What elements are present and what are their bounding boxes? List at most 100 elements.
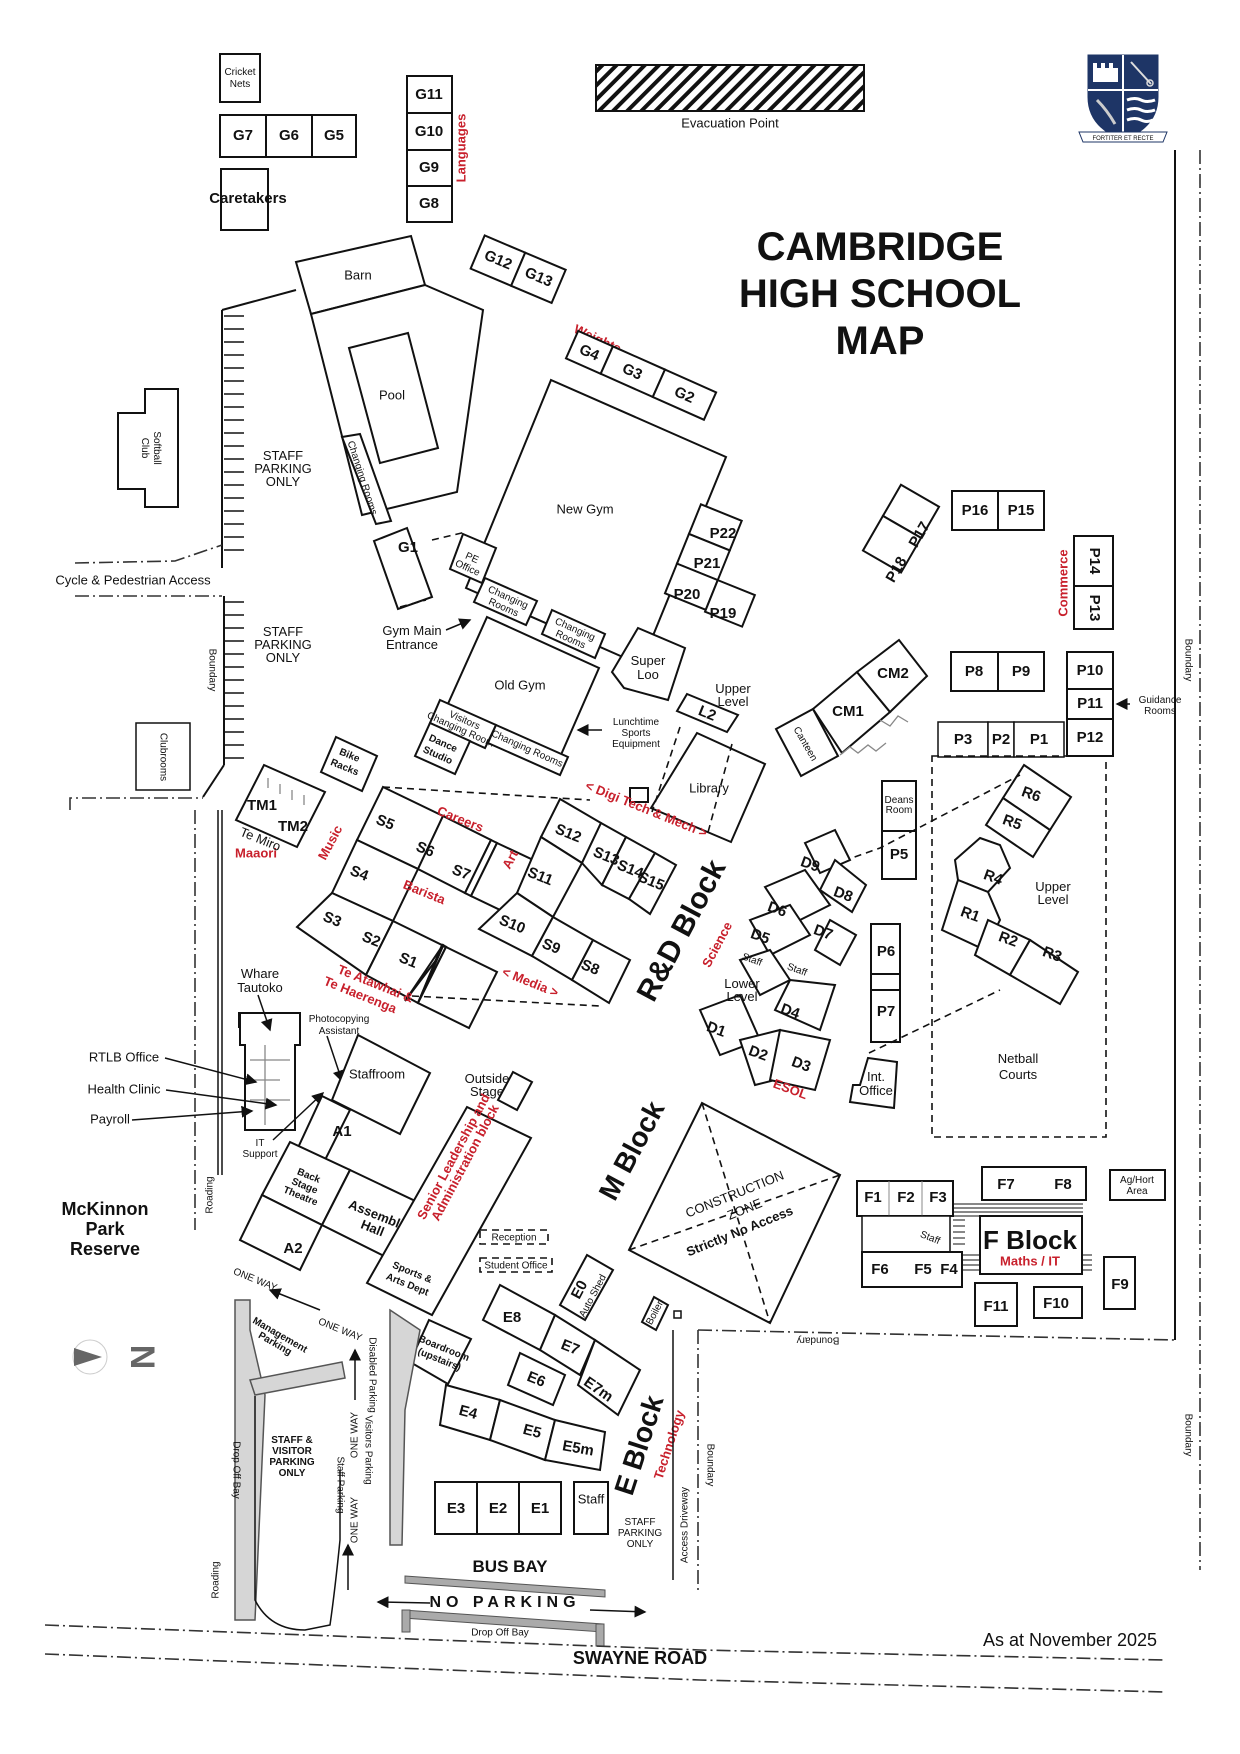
- room-r6: R6: [1019, 783, 1043, 806]
- room-p16: P16: [962, 502, 989, 519]
- evacuation-point-label: Evacuation Point: [681, 115, 779, 130]
- softball-club-label: SoftballClub: [139, 431, 162, 464]
- room-cm1: CM1: [832, 703, 864, 720]
- boundary-label-west: Boundary: [206, 649, 217, 692]
- f-block: F1 F2 F3 Staff F6 F5 F4 F7 F8 F Block Ma…: [856, 1166, 1136, 1327]
- room-p2: P2: [992, 731, 1010, 748]
- bus-bay-label: BUS BAY: [473, 1557, 549, 1576]
- room-r4: R4: [981, 866, 1005, 889]
- room-p3: P3: [954, 731, 972, 748]
- small-structure: [673, 1310, 682, 1319]
- room-p1: P1: [1030, 731, 1048, 748]
- room-r5: R5: [1000, 811, 1024, 834]
- room-f6: F6: [871, 1261, 889, 1278]
- dept-commerce-label: Commerce: [1055, 549, 1070, 616]
- room-s8: S8: [579, 956, 602, 979]
- room-d4: D4: [778, 1000, 802, 1023]
- room-d5: D5: [748, 925, 772, 948]
- one-way-label-2: ONE WAY: [317, 1316, 364, 1344]
- d-staff-label-2: Staff: [785, 961, 808, 978]
- room-f7: F7: [997, 1176, 1015, 1193]
- languages-block: G11 G10 G9 G8 Languages: [406, 75, 468, 223]
- room-d6: D6: [765, 898, 789, 921]
- barn-label: Barn: [344, 267, 371, 282]
- room-f10: F10: [1043, 1295, 1069, 1312]
- tm-block: TM1 TM2: [234, 763, 327, 849]
- room-r3: R3: [1040, 943, 1064, 966]
- caretakers-label: Caretakers: [209, 190, 287, 207]
- gym-changing-rooms-1: [472, 576, 539, 627]
- room-f5: F5: [914, 1261, 932, 1278]
- room-s2: S2: [360, 928, 383, 951]
- room-p20: P20: [674, 586, 701, 603]
- room-f1: F1: [864, 1189, 882, 1206]
- dept-science-label: Science: [699, 919, 735, 969]
- f-block-label: F Block: [983, 1225, 1077, 1255]
- boundary-label-south: Boundary: [704, 1444, 715, 1487]
- g12-g13-block: G12 G13: [469, 234, 568, 305]
- parking-stalls-west: [224, 315, 244, 759]
- room-p7: P7: [877, 1003, 895, 1020]
- s-block-right: S12 S13 S14 S15 S11 S10 S9 S8: [477, 797, 678, 1005]
- old-gym: Old Gym VisitorsChanging Room DanceStudi…: [413, 615, 601, 777]
- boundary-label-east: Boundary: [1182, 639, 1193, 682]
- old-gym-label: Old Gym: [494, 677, 545, 692]
- int-office-label: Int.Office: [859, 1069, 893, 1098]
- room-g7: G7: [233, 127, 253, 144]
- room-g1: G1: [398, 539, 418, 556]
- map-title: CAMBRIDGE HIGH SCHOOL MAP: [739, 225, 1021, 363]
- g5-g7-block: G7 G6 G5: [219, 114, 357, 158]
- one-way-label-4: ONE WAY: [350, 1497, 361, 1543]
- p19-p22-block: P22 P21 P20 P19: [663, 502, 757, 628]
- room-p6: P6: [877, 943, 895, 960]
- room-p19: P19: [710, 605, 737, 622]
- room-p5: P5: [890, 846, 908, 863]
- room-g8: G8: [419, 195, 439, 212]
- room-f11: F11: [983, 1298, 1008, 1315]
- room-f3: F3: [929, 1189, 947, 1206]
- room-tm2: TM2: [278, 818, 308, 835]
- room-f8: F8: [1054, 1176, 1072, 1193]
- room-r1: R1: [958, 903, 982, 926]
- room-p9: P9: [1012, 663, 1030, 680]
- swayne-road-label: SWAYNE ROAD: [573, 1648, 707, 1668]
- room-e8: E8: [503, 1309, 521, 1326]
- bike-racks: [319, 735, 379, 793]
- title-line-3: MAP: [836, 319, 925, 363]
- room-s3: S3: [321, 908, 344, 931]
- dept-music-label: Music: [315, 823, 346, 863]
- room-p8: P8: [965, 663, 983, 680]
- room-p14: P14: [1086, 548, 1103, 575]
- title-line-2: HIGH SCHOOL: [739, 272, 1021, 316]
- roading-label-2: Roading: [211, 1561, 222, 1598]
- room-g4: G4: [577, 341, 603, 365]
- one-way-label-3: ONE WAY: [350, 1412, 361, 1458]
- cycle-access-label: Cycle & Pedestrian Access: [55, 572, 211, 587]
- room-e3: E3: [447, 1500, 465, 1517]
- student-office-label: Student Office: [484, 1261, 548, 1272]
- room-s9: S9: [540, 935, 563, 958]
- e0-auto-shed: [558, 1253, 615, 1322]
- room-cm2: CM2: [877, 665, 909, 682]
- new-gym-label: New Gym: [556, 501, 613, 516]
- room-p10: P10: [1077, 662, 1104, 679]
- room-g6: G6: [279, 127, 299, 144]
- school-crest-icon: FORTITER ET RECTE: [1078, 54, 1168, 143]
- room-s5: S5: [374, 811, 397, 834]
- disabled-parking-label: Disabled Parking: [366, 1337, 377, 1413]
- boiler: [640, 1295, 670, 1332]
- clubrooms: [135, 722, 191, 791]
